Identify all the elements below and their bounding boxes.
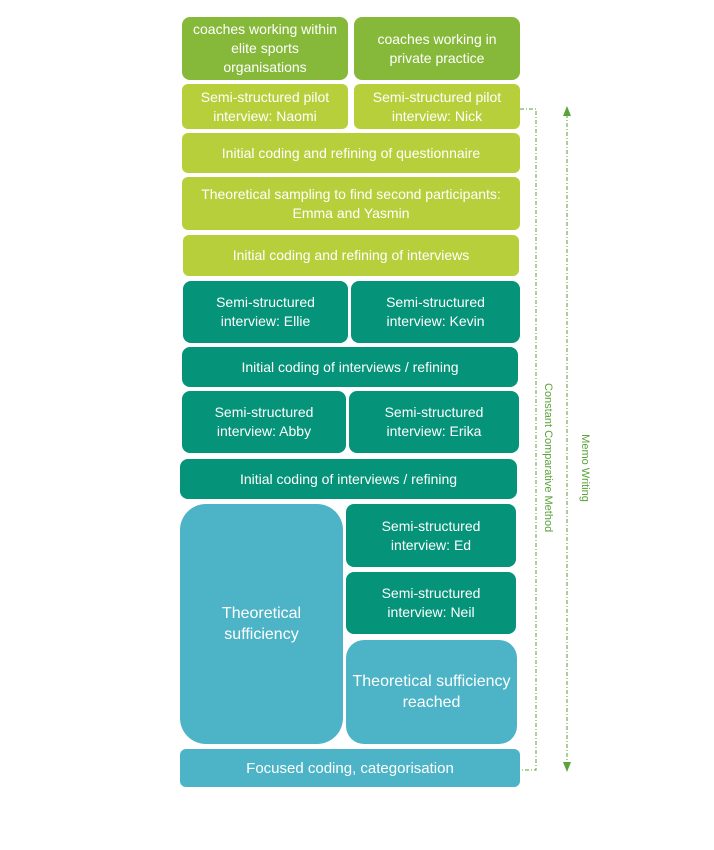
box-pilot-nick: Semi-structured pilot interview: Nick [354, 84, 520, 129]
box-interview-abby: Semi-structured interview: Abby [182, 391, 346, 453]
box-interview-kevin: Semi-structured interview: Kevin [351, 281, 520, 343]
box-interview-erika: Semi-structured interview: Erika [349, 391, 519, 453]
box-coding-questionnaire: Initial coding and refining of questionn… [182, 133, 520, 173]
label-memo-writing: Memo Writing [579, 434, 591, 502]
box-pilot-naomi: Semi-structured pilot interview: Naomi [182, 84, 348, 129]
arrow-down-icon [563, 762, 571, 772]
box-coding-refining-1: Initial coding of interviews / refining [182, 347, 518, 387]
box-focused-coding: Focused coding, categorisation [180, 749, 520, 787]
box-coding-interviews: Initial coding and refining of interview… [183, 235, 519, 276]
box-theoretical-sufficiency: Theoretical sufficiency [180, 504, 343, 744]
box-coding-refining-2: Initial coding of interviews / refining [180, 459, 517, 499]
box-interview-neil: Semi-structured interview: Neil [346, 572, 516, 634]
box-private-coaches: coaches working in private practice [354, 17, 520, 80]
box-theoretical-sampling: Theoretical sampling to find second part… [182, 177, 520, 230]
box-elite-coaches: coaches working within elite sports orga… [182, 17, 348, 80]
constant-comparative-bracket [520, 108, 537, 771]
box-sufficiency-reached: Theoretical sufficiency reached [346, 640, 517, 744]
box-interview-ellie: Semi-structured interview: Ellie [183, 281, 348, 343]
label-constant-comparative: Constant Comparative Method [542, 383, 554, 533]
box-interview-ed: Semi-structured interview: Ed [346, 504, 516, 567]
arrow-up-icon [563, 106, 571, 116]
